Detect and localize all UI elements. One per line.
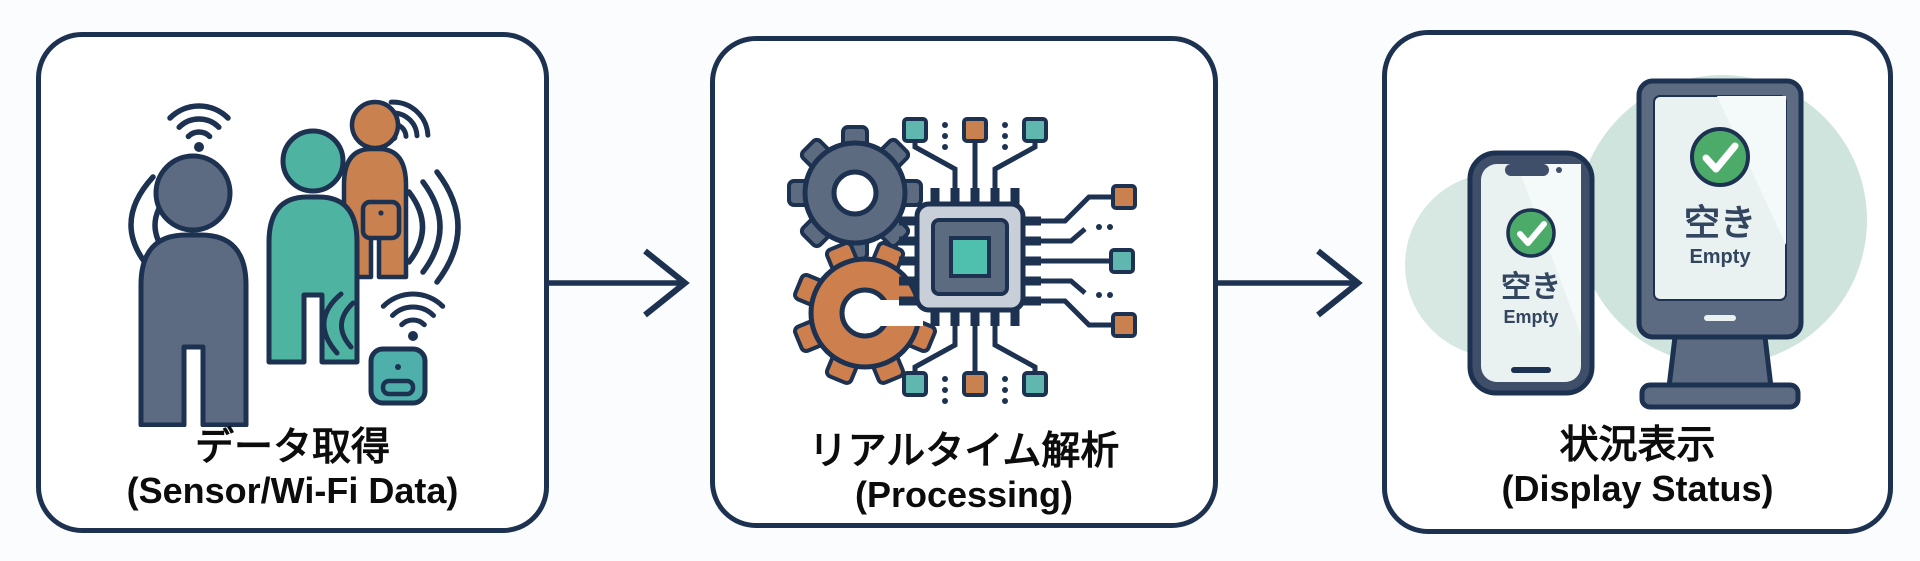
gear-gray-icon: [787, 125, 923, 261]
step-title-jp: データ取得: [194, 426, 390, 469]
step-title-en: (Sensor/Wi-Fi Data): [126, 470, 459, 512]
cpu-chip-icon: [914, 201, 1026, 313]
person-teal-icon: [266, 128, 360, 365]
smartphone-icon: 空き Empty: [1467, 150, 1595, 396]
step-caption: リアルタイム解析 (Processing): [715, 429, 1213, 516]
check-circle-icon: [1506, 208, 1556, 258]
wearable-device-icon: [360, 199, 402, 241]
digital-signage-icon: 空き Empty: [1636, 78, 1804, 410]
check-circle-icon: [1690, 127, 1750, 187]
flow-arrow-icon: [1218, 248, 1363, 318]
step-caption: データ取得 (Sensor/Wi-Fi Data): [41, 425, 544, 512]
people-wifi-sensor-icon: [128, 99, 461, 427]
phone-home-bar: [1511, 367, 1551, 373]
signal-arcs-right-icon: [406, 169, 461, 285]
cpu-pins: [899, 188, 1041, 326]
step-caption: 状況表示 (Display Status): [1387, 423, 1888, 510]
circuit-terminals: [902, 117, 1137, 397]
gears-cpu-icon: [787, 117, 1137, 404]
phone-status-en: Empty: [1503, 307, 1558, 327]
sensor-device-icon: [368, 346, 428, 406]
signage-status-en: Empty: [1689, 246, 1751, 268]
person-gray-icon: [138, 153, 249, 427]
phone-status-jp: 空き: [1501, 271, 1561, 304]
step-box-processing: リアルタイム解析 (Processing): [710, 36, 1218, 528]
step-title-jp: 状況表示: [1559, 424, 1716, 467]
signage-status-jp: 空き: [1684, 202, 1756, 243]
smartphone-signage-icon: 空き Empty 空き Empty: [1405, 75, 1867, 410]
signal-arcs-sensor-icon: [321, 291, 356, 356]
step-box-data-acquisition: データ取得 (Sensor/Wi-Fi Data): [36, 32, 549, 533]
step-title-en: (Processing): [854, 474, 1074, 516]
step-title-en: (Display Status): [1501, 468, 1774, 510]
circuit-dots: [942, 122, 1113, 404]
wifi-icon: [167, 103, 231, 152]
step-box-status-display: 空き Empty 空き Empty 状況表示 (Display: [1382, 30, 1893, 534]
step-title-jp: リアルタイム解析: [808, 430, 1120, 473]
wifi-icon: [380, 291, 446, 341]
phone-notch: [1505, 164, 1549, 176]
flow-arrow-icon: [545, 248, 690, 318]
circuit-traces: [912, 141, 1113, 373]
